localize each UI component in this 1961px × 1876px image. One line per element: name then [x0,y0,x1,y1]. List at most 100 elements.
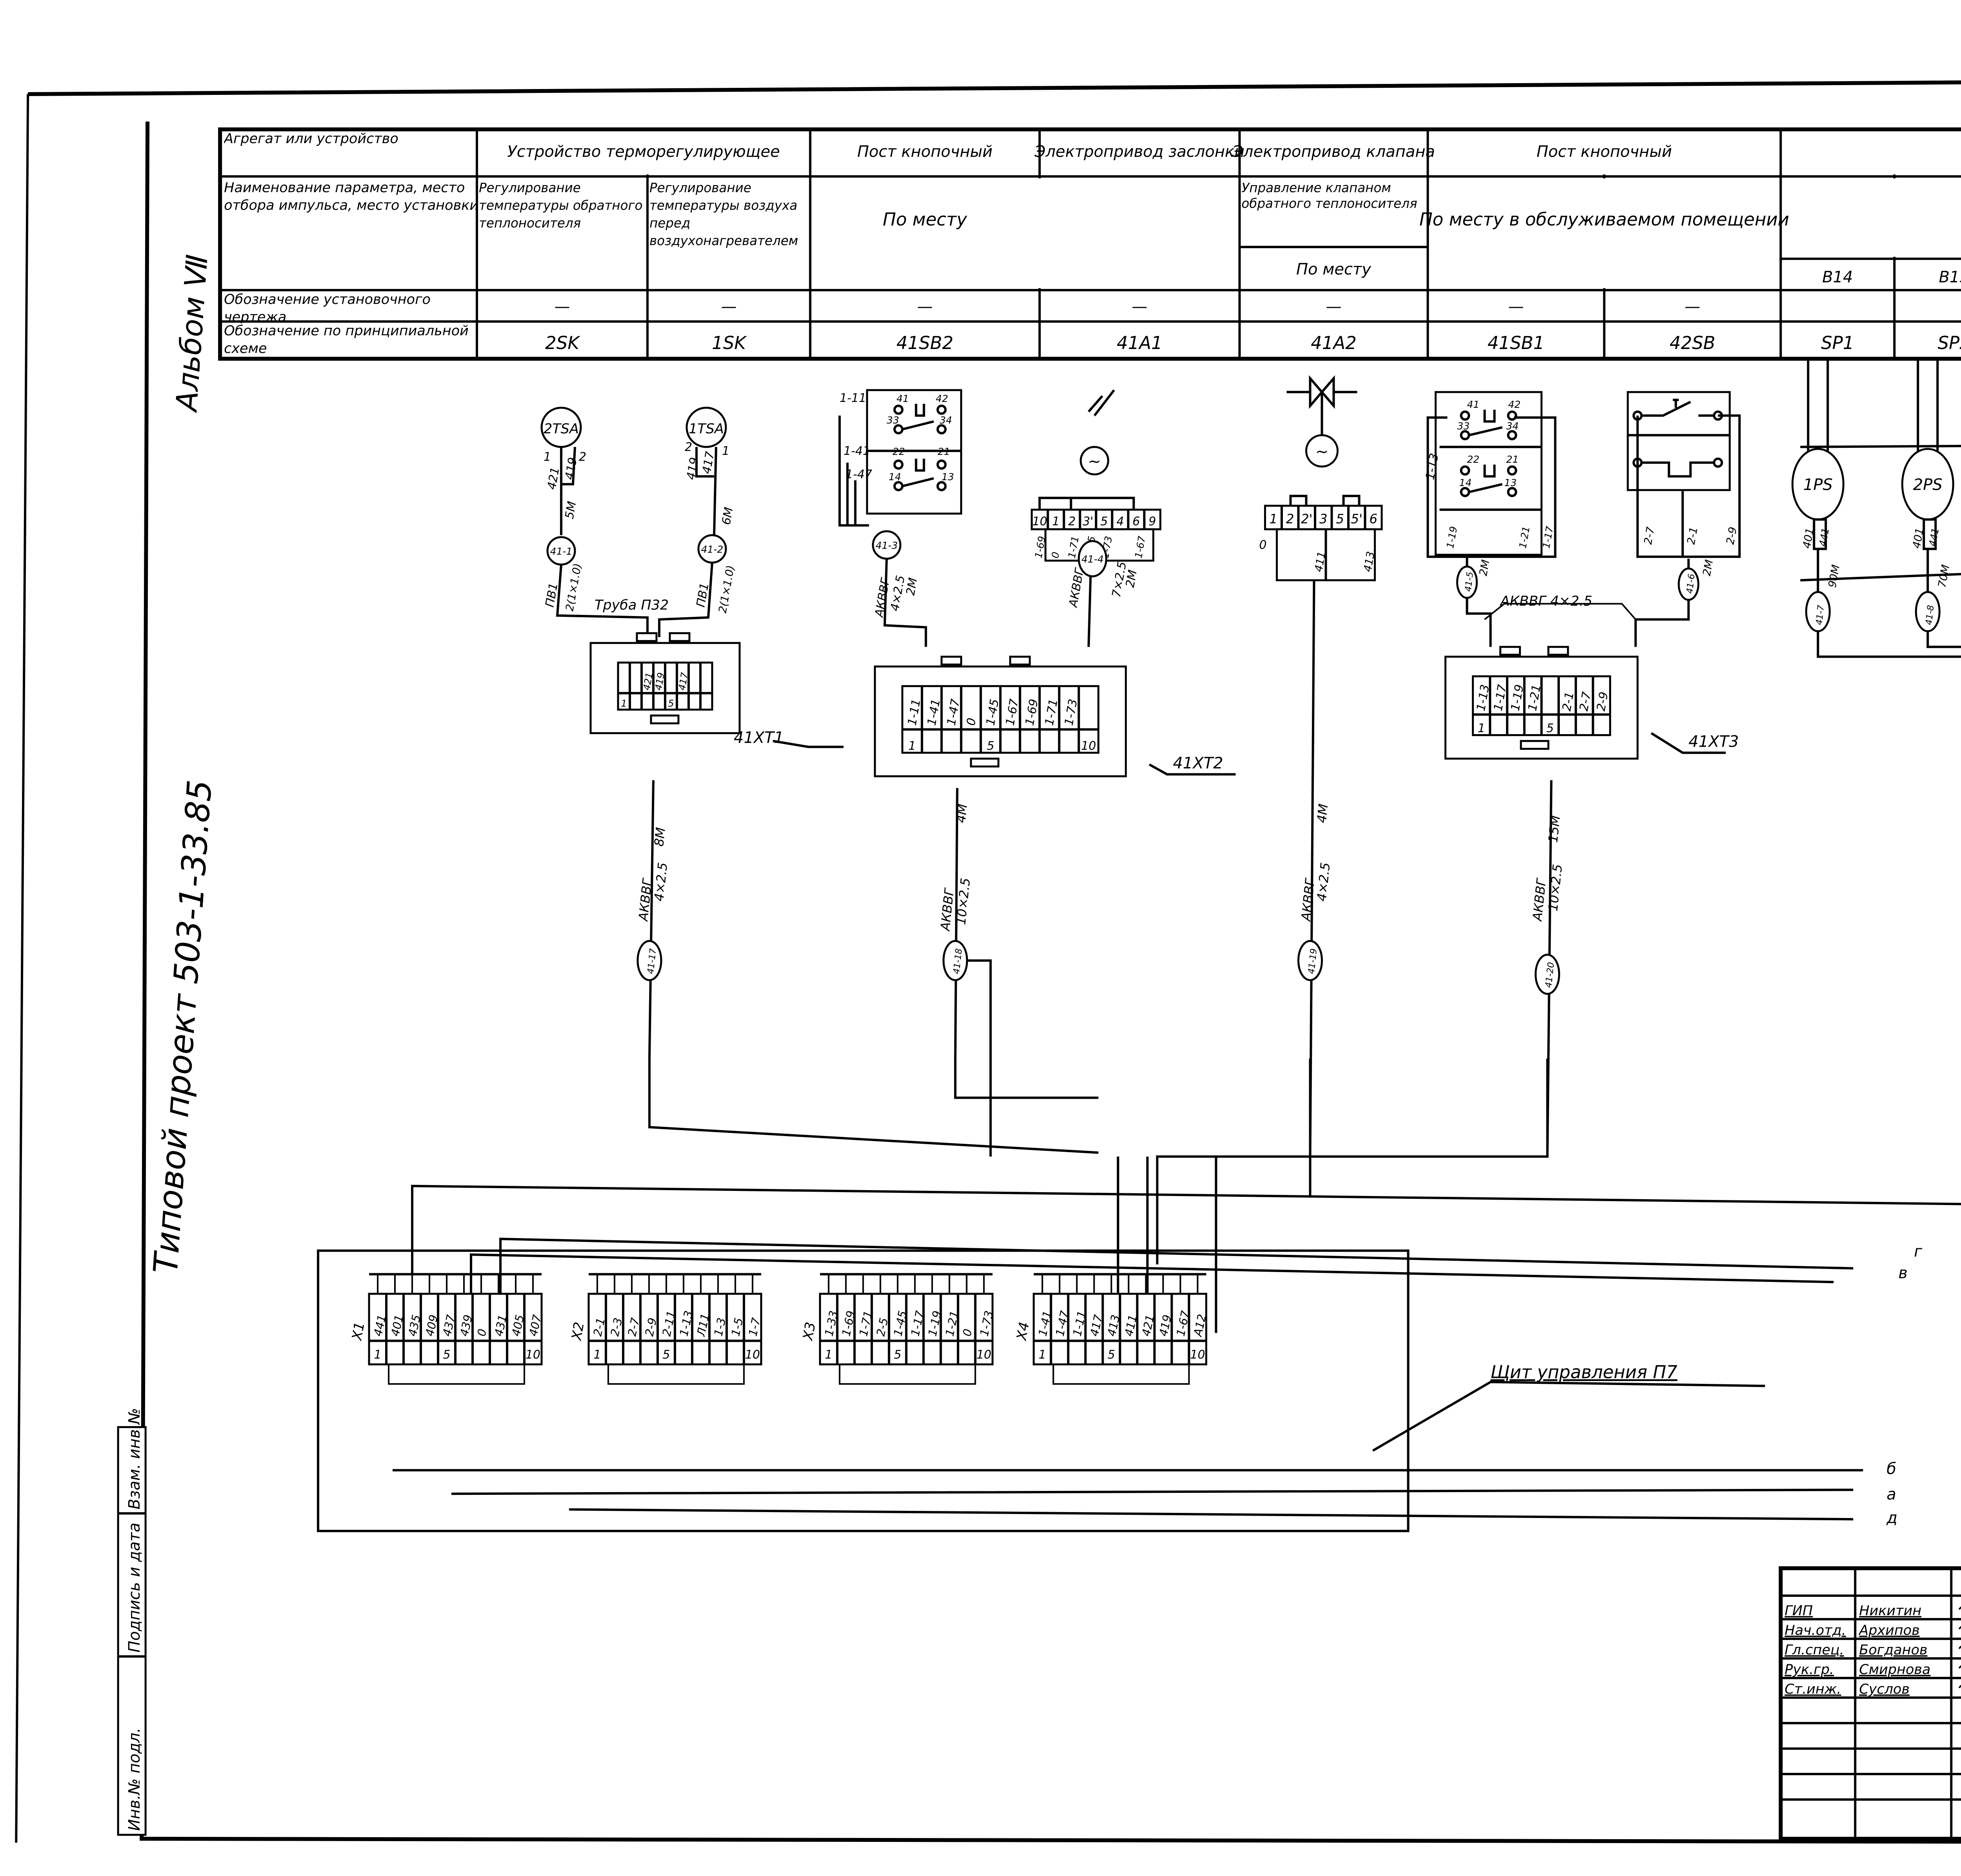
cable-length: 90M [1826,564,1843,589]
sensor-name: 2PS [1913,476,1943,494]
svg-text:33: 33 [887,414,899,426]
role: Рук.гр. [1785,1662,1834,1678]
install-drawing: — [1508,298,1524,316]
pushbutton-contact-icon [1460,464,1517,497]
terminal-wire-label: 2-7 [1577,691,1594,712]
panel-outline [317,1249,1410,1532]
stamp-signature-date: Подпись и дата [126,1523,144,1652]
strip-name: X4 [1014,1321,1033,1342]
bus-wiring [411,1058,1961,1333]
cable-mark-41-20 [1534,953,1560,995]
pipe-label-p32: Труба П32 [595,598,669,613]
install-drawing: — [554,298,570,316]
svg-text:21: 21 [1506,454,1519,465]
svg-text:421: 421 [545,466,562,491]
designation: 41SB2 [897,333,953,353]
actuator-terminal: 9 [1149,515,1156,529]
stamp-inv-original: Инв.№ подл. [126,1728,144,1831]
svg-text:1-17: 1-17 [1541,525,1555,549]
svg-text:41-4: 41-4 [1081,554,1104,565]
svg-text:4×2.5: 4×2.5 [1314,862,1333,902]
thermo-group: 2TSA 1 2 421 419 5M 41-1 ПВ1 2(1×1.0) 1T… [540,407,844,1059]
svg-text:1TSA: 1TSA [689,421,724,437]
terminal-number: 10 [745,1348,760,1362]
relay-code: B15 [1939,268,1961,286]
box-label-41xt3: 41XT3 [1688,733,1739,751]
terminal-number: 5 [987,739,994,753]
actuator-terminal: 5 [1336,512,1344,527]
svg-text:2M: 2M [1477,559,1492,577]
cable-mark-41-19 [1297,940,1323,981]
box-label-41xt2: 41XT2 [1173,754,1223,773]
install-drawing: — [917,298,933,316]
svg-text:2: 2 [579,450,586,464]
terminal-number: 5 [1546,722,1554,735]
bus-label-d: д [1886,1509,1897,1527]
designation: SP2 [1938,333,1961,353]
stamp-replacement-inv: Взам. инв.№ [126,1408,144,1509]
cable-mark: 41-8 [1924,605,1936,625]
album-label: Альбом Ⅶ [169,253,215,414]
svg-text:41: 41 [1467,399,1479,410]
install-drawing: — [1326,298,1342,316]
valve-icon [1286,375,1357,435]
actuator-terminal: 3 [1319,512,1328,527]
svg-text:2: 2 [685,440,692,454]
motor-icon [1305,434,1339,468]
svg-text:22: 22 [1467,454,1479,465]
svg-text:8M: 8M [651,827,668,847]
svg-text:10×2.5: 10×2.5 [1546,863,1565,912]
svg-text:41-5: 41-5 [1463,571,1475,592]
terminal-number: 10 [526,1348,540,1362]
terminal-number: 1 [908,739,916,753]
designation: 1SK [712,333,747,353]
strip-name: X3 [800,1321,819,1342]
svg-text:2-9: 2-9 [1724,526,1739,545]
svg-text:АКВВГ: АКВВГ [1066,567,1087,609]
role: Гл.спец. [1785,1642,1844,1658]
terminal-number: 1 [593,1348,601,1362]
actuator-terminal: 6 [1369,512,1377,527]
svg-text:42: 42 [1508,399,1521,410]
parameter: По месту в обслуживаемом помещении [1419,209,1789,230]
terminal-number: 10 [1081,739,1096,753]
terminal-number: 5 [894,1348,901,1362]
signature [1958,1645,1961,1649]
pressure-sensor-group: Т14×2.0 АКВВГ 4×2.5 1PS40144190M41-72PS4… [1791,358,1961,658]
svg-text:1-47: 1-47 [846,468,872,482]
cable-mark-41-17 [637,940,662,981]
button-post-box [1434,391,1543,556]
svg-text:~: ~ [1088,453,1101,471]
svg-text:2M: 2M [904,577,920,596]
device-name: Устройство терморегулирующее [507,143,780,161]
pushbutton-contact-icon [1460,409,1517,440]
parameter: Регулирование температуры воздуха перед … [649,180,799,249]
row-label: Обозначение установочного чертежа [224,292,431,324]
motor-icon [1080,446,1110,476]
actuator-wire: 0 [1049,551,1061,559]
wire-label: 441 [1817,527,1832,547]
button-post-41sb2: 1-11 1-41 1-47 41 42 33 34 22 21 14 13 4… [838,389,962,647]
terminal-number: 10 [977,1348,991,1362]
actuator-wire: 0 [1259,538,1267,552]
svg-text:6M: 6M [719,506,736,526]
actuator-terminal: 1 [1269,512,1277,527]
svg-text:41-6: 41-6 [1684,573,1697,594]
parameter-note: По месту [1296,260,1372,278]
cable-mark: 41-7 [1814,604,1826,625]
designation: 41A2 [1311,333,1357,353]
strip-name: X1 [349,1321,368,1342]
actuator-terminal: 2' [1301,512,1313,527]
panel-label: Щит управления П7 [1490,1362,1677,1382]
svg-text:2(1×1.0): 2(1×1.0) [563,562,584,612]
install-drawing: — [721,298,737,316]
role: ГИП [1785,1603,1813,1619]
